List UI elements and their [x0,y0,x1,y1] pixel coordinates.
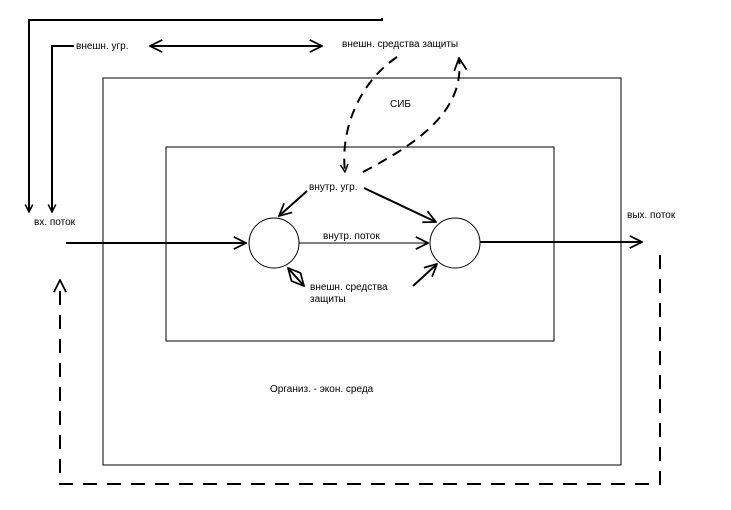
label-sib: СИБ [390,99,411,110]
label-environment: Организ. - экон. среда [270,384,374,395]
feedback-dashed-loop [60,255,661,485]
label-output-flow: вых. поток [627,210,676,221]
label-int-threats: внутр. угр. [309,182,358,193]
label-internal-flow: внутр. поток [323,231,380,242]
input-node [248,217,300,269]
label-ext-protection-inner: внешн. средства защиты [310,282,388,305]
ext-threat-line-outer [29,18,383,212]
sib-dashed-curve-right [362,58,460,173]
label-input-flow: вх. поток [34,217,76,228]
sib-dashed-curve-left [344,56,398,172]
int-threat-arrow-left [279,190,308,216]
int-threat-arrow-right [363,187,436,222]
label-ext-protection-top: внешн. средства защиты [342,39,459,50]
environment-box [102,77,622,466]
protection-arrow-left [288,268,304,286]
protection-arrow-right [412,264,437,287]
ext-threat-line-inner [52,45,74,212]
output-node [429,217,481,269]
label-ext-threats: внешн. угр. [76,41,129,52]
